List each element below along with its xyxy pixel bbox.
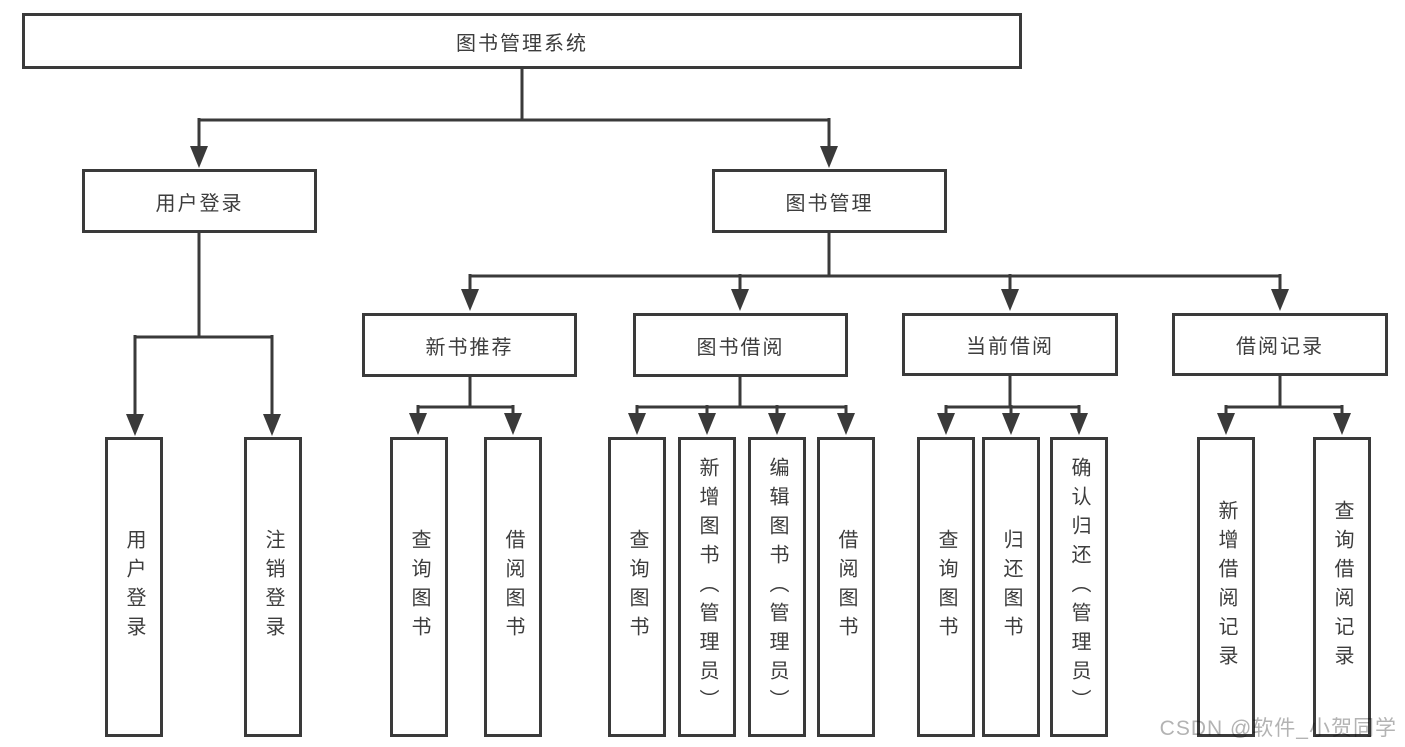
node-label: 借阅记录	[1236, 336, 1324, 358]
node-label: 用户登录	[123, 529, 145, 645]
leaf-borrow-books-1: 借阅图书	[484, 437, 542, 737]
leaf-query-books-3: 查询图书	[917, 437, 975, 737]
node-root-book-management-system: 图书管理系统	[22, 13, 1022, 69]
leaf-add-book-admin: 新增图书（管理员）	[678, 437, 736, 737]
node-label: 归还图书	[1000, 529, 1022, 645]
node-label: 查询图书	[626, 529, 648, 645]
node-label: 图书借阅	[696, 336, 785, 359]
node-label: 查询图书	[408, 529, 430, 645]
csdn-watermark: CSDN @软件_小贺同学	[1159, 717, 1397, 740]
node-book-borrow: 图书借阅	[633, 313, 848, 377]
node-label: 编辑图书（管理员）	[766, 456, 788, 718]
node-label: 用户登录	[155, 192, 244, 215]
node-label: 新书推荐	[425, 336, 514, 359]
node-borrow-records: 借阅记录	[1172, 313, 1388, 376]
leaf-query-borrow-record: 查询借阅记录	[1313, 437, 1371, 737]
leaf-return-books: 归还图书	[982, 437, 1040, 737]
leaf-query-books-1: 查询图书	[390, 437, 448, 737]
node-label: 确认归还（管理员）	[1068, 456, 1090, 718]
node-current-borrow: 当前借阅	[902, 313, 1118, 376]
leaf-user-login: 用户登录	[105, 437, 163, 737]
leaf-edit-book-admin: 编辑图书（管理员）	[748, 437, 806, 737]
node-label: 查询图书	[935, 529, 957, 645]
node-user-login: 用户登录	[82, 169, 317, 233]
leaf-logout: 注销登录	[244, 437, 302, 737]
node-label: 借阅图书	[502, 529, 524, 645]
node-label: 借阅图书	[835, 529, 857, 645]
arrowheads	[126, 146, 1351, 436]
node-new-book-recommend: 新书推荐	[362, 313, 577, 377]
leaf-query-books-2: 查询图书	[608, 437, 666, 737]
node-label: 新增图书（管理员）	[696, 456, 718, 718]
node-label: 新增借阅记录	[1215, 500, 1237, 674]
leaf-add-borrow-record: 新增借阅记录	[1197, 437, 1255, 737]
node-book-management: 图书管理	[712, 169, 947, 233]
leaf-borrow-books-2: 借阅图书	[817, 437, 875, 737]
leaf-confirm-return-admin: 确认归还（管理员）	[1050, 437, 1108, 737]
node-label: 当前借阅	[966, 336, 1054, 358]
node-label: 查询借阅记录	[1331, 500, 1353, 674]
node-label: 图书管理系统	[456, 32, 588, 55]
node-label: 图书管理	[785, 192, 874, 215]
node-label: 注销登录	[262, 529, 284, 645]
